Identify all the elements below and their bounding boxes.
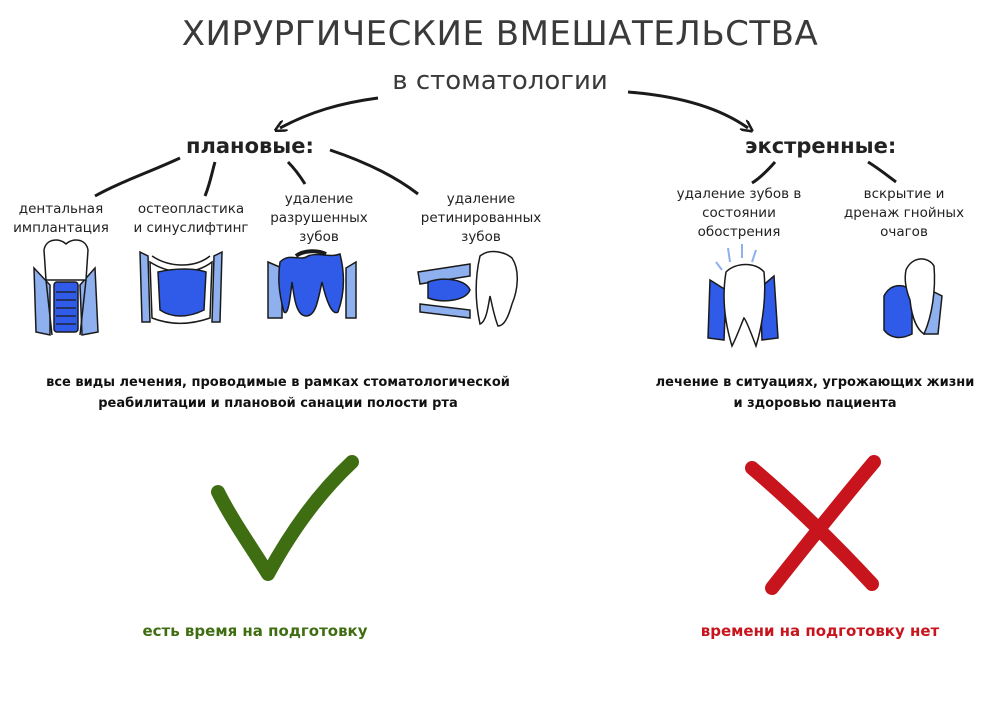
arrow-to-planned	[280, 96, 379, 128]
branch-line-destroyed	[286, 160, 307, 185]
branch-line-osteoplasty	[203, 161, 217, 197]
item-acute-extraction: удаление зубов в состоянии обострения	[676, 186, 802, 240]
branch-line-abscess	[867, 160, 897, 184]
emergency-verdict: времени на подготовку нет	[700, 622, 940, 640]
page-title: ХИРУРГИЧЕСКИЕ ВМЕШАТЕЛЬСТВА	[181, 14, 819, 54]
emergency-description: лечение в ситуациях, угрожающих жизни и …	[655, 375, 975, 411]
planned-verdict: есть время на подготовку	[142, 622, 368, 640]
item-abscess-drainage: вскрытие и дренаж гнойных очагов	[843, 186, 965, 240]
item-retained-teeth-removal: удаление ретинированных зубов	[420, 191, 542, 245]
emergency-category-label: экстренные:	[745, 134, 897, 158]
item-dental-implantation: дентальная имплантация	[13, 201, 109, 236]
branch-line-retained	[329, 148, 419, 196]
acute-tooth-icon	[707, 244, 779, 349]
retained-tooth-icon	[417, 250, 518, 327]
planned-description: все виды лечения, проводимые в рамках ст…	[46, 375, 510, 411]
sinus-lift-icon	[139, 250, 223, 324]
abscess-tooth-icon	[883, 258, 943, 339]
checkmark-icon	[211, 455, 359, 581]
cross-icon	[745, 455, 881, 595]
branch-line-acute	[751, 161, 777, 185]
item-osteoplasty: остеопластика и синуслифтинг	[133, 201, 249, 236]
item-destroyed-teeth-removal: удаление разрушенных зубов	[270, 191, 368, 245]
implant-tooth-icon	[33, 239, 99, 336]
page-subtitle: в стоматологии	[392, 66, 608, 96]
arrow-to-emergency	[627, 90, 748, 128]
branch-line-implantation	[94, 156, 181, 198]
planned-category-label: плановые:	[186, 134, 314, 158]
destroyed-tooth-icon	[267, 249, 357, 319]
